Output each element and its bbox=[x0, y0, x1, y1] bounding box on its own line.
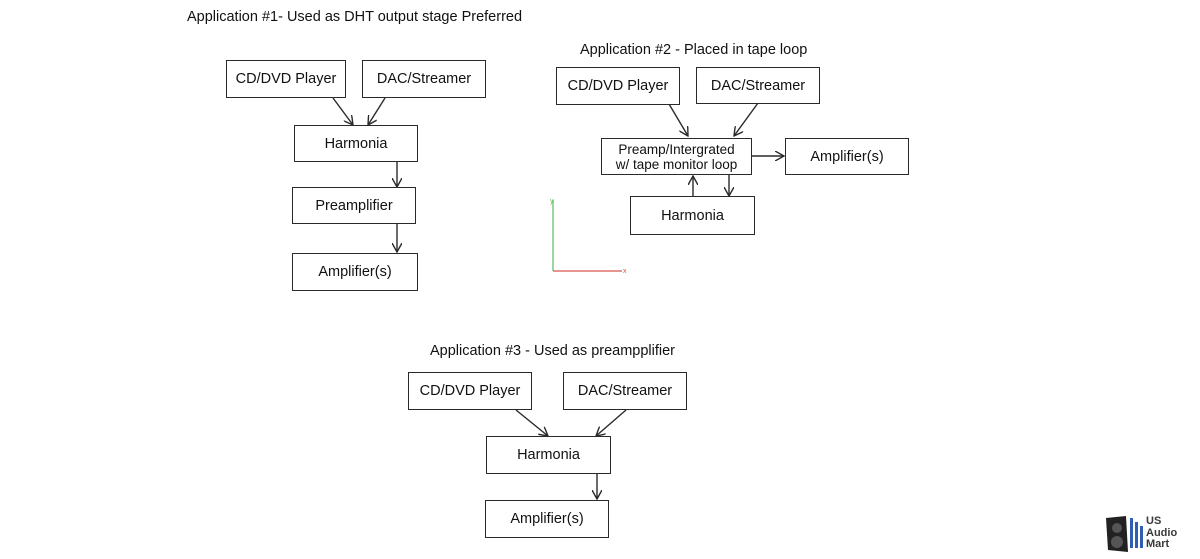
edge-a2-dac-to-preamp bbox=[734, 102, 759, 136]
edge-a3-cd-to-harmonia bbox=[515, 409, 548, 436]
a1-preamp-node: Preamplifier bbox=[292, 187, 416, 224]
a3-cd-node: CD/DVD Player bbox=[408, 372, 532, 410]
axis-gizmo: y x bbox=[550, 198, 627, 275]
a1-amp-node: Amplifier(s) bbox=[292, 253, 418, 291]
a3-harmonia-node: Harmonia bbox=[486, 436, 611, 474]
us-audio-mart-logo: US Audio Mart bbox=[1104, 514, 1196, 554]
a1-dac-node: DAC/Streamer bbox=[362, 60, 486, 98]
axis-x-label: x bbox=[623, 268, 627, 275]
a2-amp-node: Amplifier(s) bbox=[785, 138, 909, 175]
app2-title: Application #2 - Placed in tape loop bbox=[580, 42, 808, 58]
a1-harmonia-node: Harmonia bbox=[294, 125, 418, 162]
a1-cd-node: CD/DVD Player bbox=[226, 60, 346, 98]
a3-dac-node: DAC/Streamer bbox=[563, 372, 687, 410]
a2-cd-node: CD/DVD Player bbox=[556, 67, 680, 105]
edge-a3-dac-to-harmonia bbox=[596, 409, 627, 436]
edge-a1-dac-to-harmonia bbox=[368, 97, 386, 125]
a2-preamp-node: Preamp/Intergrated w/ tape monitor loop bbox=[601, 138, 752, 175]
app1-title: Application #1- Used as DHT output stage… bbox=[187, 9, 523, 25]
speaker-icon bbox=[1106, 516, 1143, 552]
logo-wordmark: US Audio Mart bbox=[1146, 515, 1178, 550]
a2-harmonia-node: Harmonia bbox=[630, 196, 755, 235]
edge-a1-cd-to-harmonia bbox=[332, 97, 353, 125]
a2-dac-node: DAC/Streamer bbox=[696, 67, 820, 104]
app3-title: Application #3 - Used as preampplifier bbox=[430, 343, 676, 359]
edge-a2-cd-to-preamp bbox=[668, 103, 688, 136]
axis-y-label: y bbox=[550, 198, 554, 205]
a3-amp-node: Amplifier(s) bbox=[485, 500, 609, 538]
